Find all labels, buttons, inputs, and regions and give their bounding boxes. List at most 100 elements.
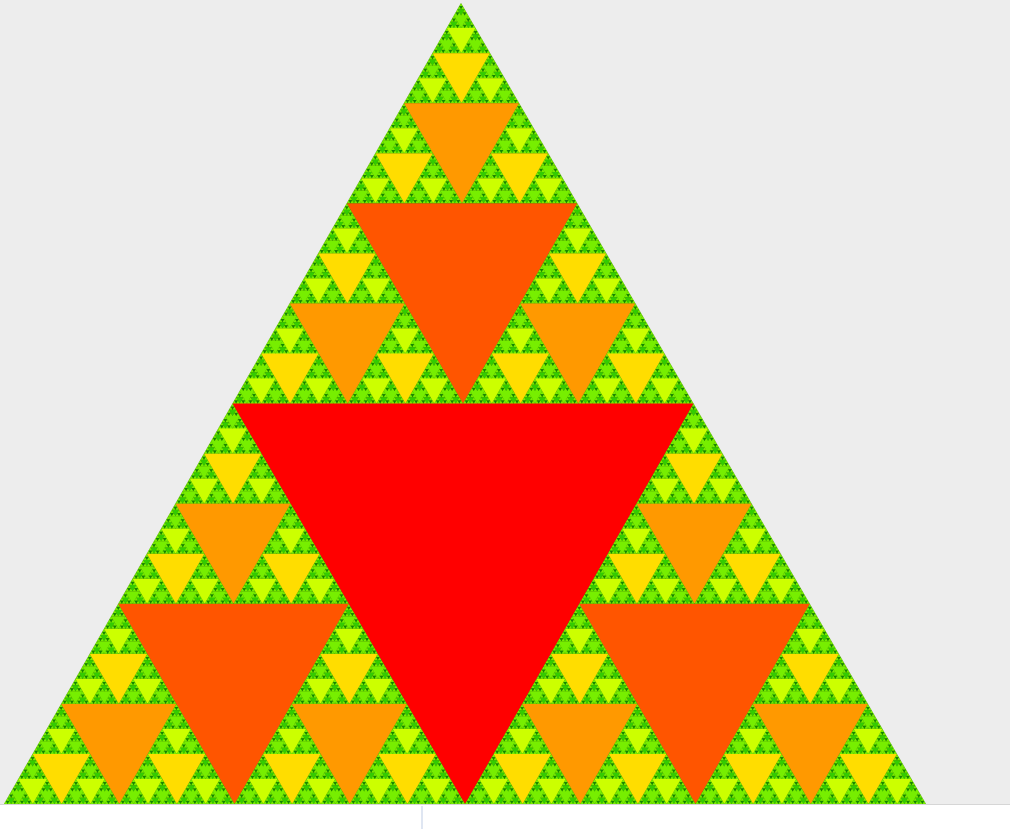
fractal-leaf-triangle <box>336 243 340 248</box>
fractal-leaf-triangle <box>282 344 287 348</box>
fractal-inverted-triangle <box>386 284 394 291</box>
fractal-leaf-triangle <box>352 240 356 244</box>
fractal-leaf-triangle <box>416 128 421 132</box>
fractal-leaf-triangle <box>307 350 312 354</box>
fractal-inverted-triangle <box>412 390 427 404</box>
fractal-leaf-triangle <box>291 297 296 301</box>
fractal-leaf-triangle <box>348 247 353 251</box>
fractal-leaf-triangle <box>540 143 545 147</box>
fractal-inverted-triangle <box>384 175 389 179</box>
fractal-inverted-triangle <box>293 347 301 354</box>
fractal-leaf-triangle <box>339 218 344 223</box>
fractal-leaf-triangle <box>300 331 305 335</box>
fractal-leaf-triangle <box>493 68 498 72</box>
fractal-inverted-triangle <box>291 350 296 354</box>
fractal-inverted-triangle <box>456 99 460 104</box>
fractal-leaf-triangle <box>384 196 389 201</box>
fractal-inverted-triangle <box>384 200 389 204</box>
fractal-inverted-triangle <box>241 387 246 391</box>
fractal-leaf-triangle <box>532 178 536 182</box>
fractal-leaf-triangle <box>530 137 534 141</box>
fractal-leaf-triangle <box>508 187 513 191</box>
fractal-inverted-triangle <box>378 350 382 354</box>
fractal-leaf-triangle <box>504 99 509 104</box>
fractal-inverted-triangle <box>470 37 474 41</box>
fractal-inverted-triangle <box>452 18 456 22</box>
fractal-inverted-triangle <box>524 143 529 147</box>
fractal-inverted-triangle <box>297 390 312 404</box>
fractal-inverted-triangle <box>464 21 472 29</box>
fractal-inverted-triangle <box>571 212 576 216</box>
fractal-inverted-triangle <box>286 309 294 316</box>
fractal-inverted-triangle <box>521 150 525 154</box>
fractal-leaf-triangle <box>279 387 283 391</box>
fractal-leaf-triangle <box>365 268 369 273</box>
fractal-inverted-triangle <box>296 290 312 304</box>
fractal-inverted-triangle <box>379 297 387 304</box>
fractal-leaf-triangle <box>385 372 390 376</box>
fractal-leaf-triangle <box>293 300 297 304</box>
fractal-inverted-triangle <box>407 146 415 154</box>
fractal-leaf-triangle <box>318 375 323 379</box>
fractal-inverted-triangle <box>515 109 523 116</box>
fractal-inverted-triangle <box>523 196 531 204</box>
fractal-leaf-triangle <box>354 225 358 229</box>
fractal-inverted-triangle <box>356 300 360 304</box>
fractal-inverted-triangle <box>361 278 391 304</box>
fractal-leaf-triangle <box>510 90 514 94</box>
fractal-inverted-triangle <box>537 196 545 204</box>
fractal-leaf-triangle <box>425 143 430 147</box>
fractal-inverted-triangle <box>463 49 467 54</box>
fractal-leaf-triangle <box>555 187 560 191</box>
fractal-leaf-triangle <box>425 390 429 395</box>
fractal-leaf-triangle <box>275 325 279 329</box>
fractal-leaf-triangle <box>385 397 390 401</box>
fractal-inverted-triangle <box>420 137 424 141</box>
fractal-leaf-triangle <box>307 369 312 373</box>
fractal-leaf-triangle <box>548 156 552 160</box>
fractal-leaf-triangle <box>457 49 462 54</box>
fractal-inverted-triangle <box>346 203 578 404</box>
fractal-leaf-triangle <box>313 359 317 363</box>
fractal-inverted-triangle <box>313 362 317 366</box>
fractal-leaf-triangle <box>440 168 444 172</box>
fractal-leaf-triangle <box>264 400 269 404</box>
fractal-inverted-triangle <box>365 372 373 379</box>
fractal-leaf-triangle <box>421 347 425 351</box>
fractal-inverted-triangle <box>306 350 310 354</box>
fractal-inverted-triangle <box>302 381 307 385</box>
fractal-inverted-triangle <box>377 200 381 204</box>
fractal-inverted-triangle <box>385 387 390 391</box>
fractal-leaf-triangle <box>454 99 458 104</box>
fractal-leaf-triangle <box>446 31 451 35</box>
fractal-leaf-triangle <box>464 43 469 47</box>
fractal-inverted-triangle <box>408 397 417 404</box>
fractal-inverted-triangle <box>325 240 340 254</box>
fractal-inverted-triangle <box>503 181 507 185</box>
fractal-leaf-triangle <box>385 334 389 338</box>
fractal-leaf-triangle <box>261 400 265 404</box>
fractal-inverted-triangle <box>298 337 303 341</box>
fractal-leaf-triangle <box>562 187 567 191</box>
fractal-leaf-triangle <box>477 71 482 75</box>
fractal-leaf-triangle <box>379 275 384 279</box>
fractal-leaf-triangle <box>350 212 355 216</box>
fractal-leaf-triangle <box>333 381 337 385</box>
fractal-inverted-triangle <box>499 87 503 91</box>
fractal-inverted-triangle <box>371 159 379 166</box>
fractal-leaf-triangle <box>563 231 567 235</box>
fractal-inverted-triangle <box>356 287 360 291</box>
fractal-inverted-triangle <box>494 171 502 179</box>
fractal-leaf-triangle <box>436 68 440 72</box>
fractal-leaf-triangle <box>372 262 376 266</box>
fractal-leaf-triangle <box>293 400 298 404</box>
fractal-inverted-triangle <box>449 187 453 191</box>
fractal-leaf-triangle <box>374 253 378 257</box>
fractal-leaf-triangle <box>505 187 509 191</box>
fractal-leaf-triangle <box>372 356 377 360</box>
fractal-leaf-triangle <box>552 200 556 204</box>
fractal-leaf-triangle <box>308 387 312 391</box>
fractal-leaf-triangle <box>500 74 505 79</box>
fractal-leaf-triangle <box>291 322 296 326</box>
fractal-leaf-triangle <box>447 187 452 191</box>
